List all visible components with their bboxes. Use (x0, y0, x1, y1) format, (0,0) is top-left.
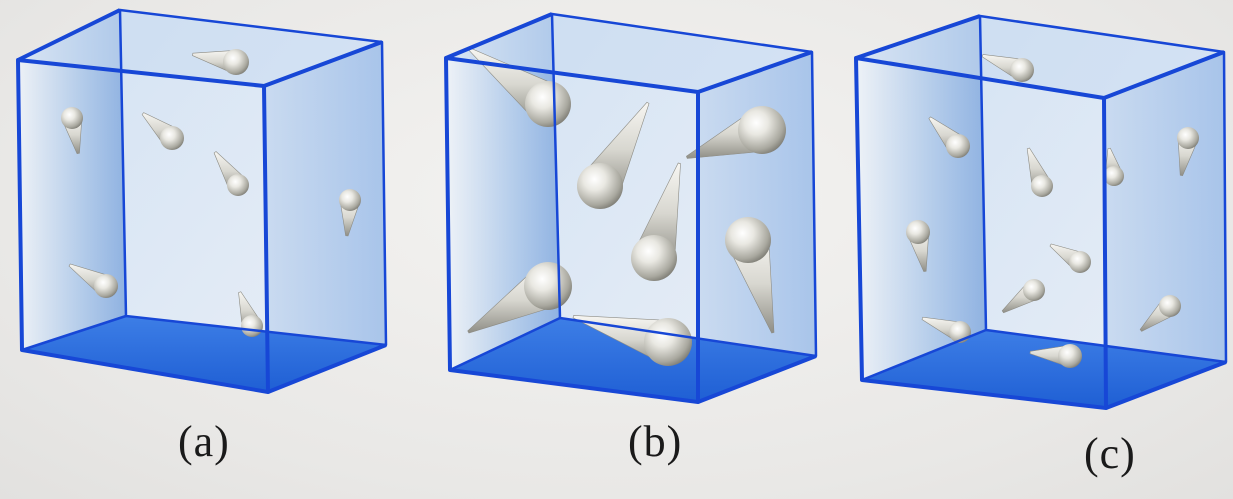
panel-label-a: (a) (178, 420, 230, 464)
particle-head (1010, 58, 1034, 82)
particle-head (339, 189, 361, 211)
particle-head (577, 163, 623, 209)
particle-head (1031, 175, 1053, 197)
particle-head (223, 49, 249, 75)
particle-head (241, 315, 263, 337)
particle-box-a (18, 10, 386, 392)
particle-box-c (856, 16, 1226, 408)
panel-label-c: (c) (1084, 432, 1136, 476)
particle-head (644, 318, 692, 366)
particle-head (1177, 127, 1199, 149)
particle-head (1023, 279, 1045, 301)
particle-head (946, 134, 970, 158)
particle-head (725, 217, 771, 263)
particle-head (1058, 344, 1082, 368)
particle-head (631, 235, 677, 281)
panel-label-b: (b) (628, 420, 682, 464)
particle-head (61, 107, 83, 129)
particle-box-b (446, 14, 816, 402)
particle-head (524, 262, 572, 310)
particle-head (94, 274, 118, 298)
particle-head (1104, 166, 1124, 186)
particle-head (738, 106, 786, 154)
particle-head (160, 126, 184, 150)
particle-head (1159, 295, 1181, 317)
particle-head (227, 174, 249, 196)
particle-head (1069, 251, 1091, 273)
particle-head (906, 220, 930, 244)
particle-head (525, 81, 571, 127)
